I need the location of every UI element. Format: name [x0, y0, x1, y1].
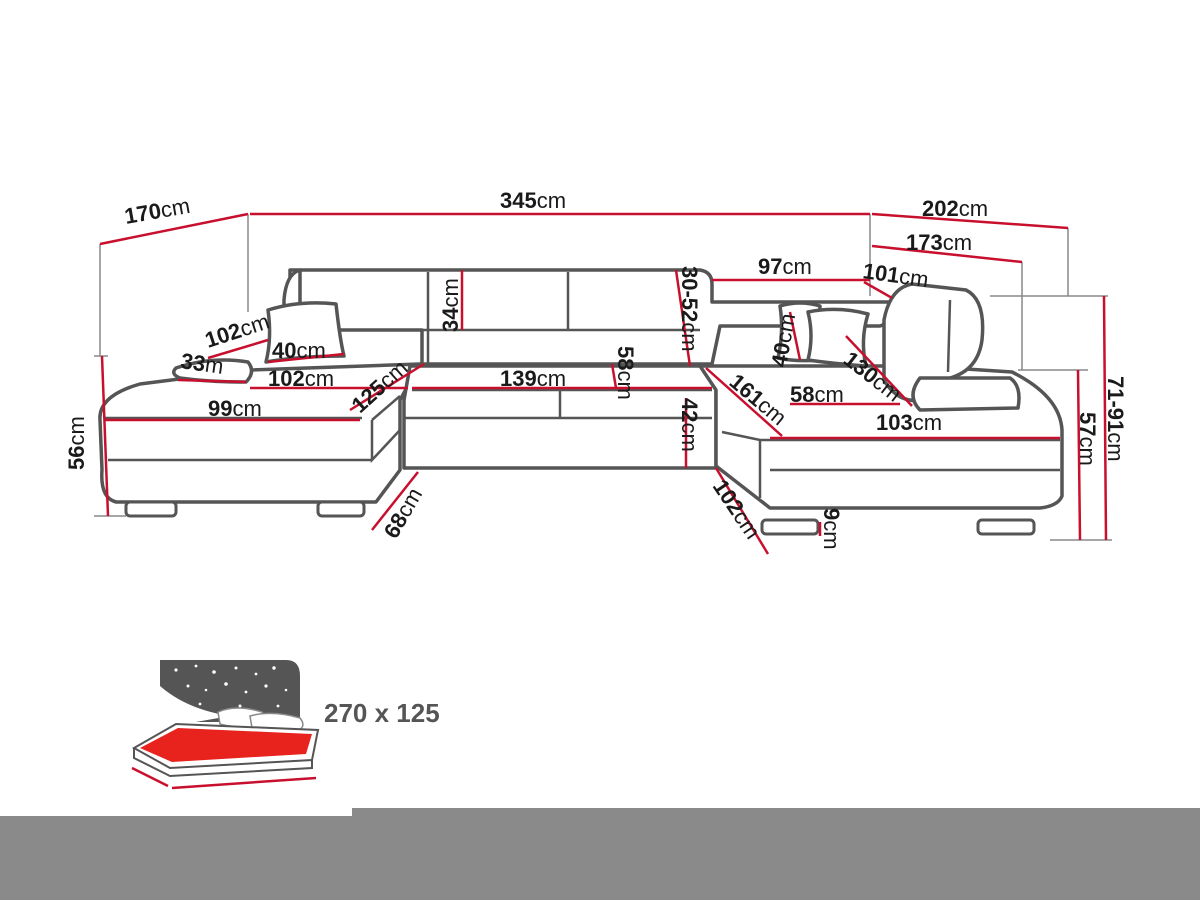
dim-left-seat: 102cm	[268, 366, 334, 391]
left-chaise	[98, 362, 422, 504]
dim-right-inner-depth: 173cm	[906, 230, 972, 255]
bed-function-icon: 270 x 125	[131, 660, 440, 790]
left-pillow	[264, 301, 346, 364]
footer-notch	[0, 808, 352, 816]
dim-leg-height: 9cm	[819, 508, 844, 550]
dim-right-back-width: 97cm	[758, 254, 812, 279]
bed-size-label: 270 x 125	[324, 698, 440, 728]
star-icon	[174, 664, 288, 708]
dim-left-height: 56cm	[64, 416, 89, 470]
dim-back-height: 34cm	[438, 278, 463, 332]
dim-left-pillow: 40cm	[272, 338, 326, 363]
dim-right-seat-depth: 58cm	[790, 382, 844, 407]
dim-overall-width: 345cm	[500, 188, 566, 213]
leg	[760, 518, 820, 536]
footer-bar	[0, 808, 1200, 900]
dim-right-pillow: 40cm	[766, 312, 800, 369]
leg	[316, 500, 366, 518]
dim-roll-pillow: 33m	[179, 348, 225, 379]
dim-right-height: 57cm	[1075, 412, 1100, 466]
dim-headrest-adjust: 30-52cm	[677, 266, 702, 352]
dim-left-arm: 102cm	[202, 309, 273, 353]
right-pillow-2	[806, 307, 870, 368]
dim-seat-height: 42cm	[677, 398, 702, 452]
back-panel	[288, 268, 912, 366]
dim-right-depth: 202cm	[922, 196, 988, 221]
right-armrest	[911, 376, 1021, 412]
dim-middle-seat: 139cm	[500, 366, 566, 391]
extension-lines	[94, 214, 1112, 541]
dim-right-backrest: 101cm	[861, 258, 930, 292]
dim-total-height: 71-91cm	[1103, 376, 1128, 462]
leg	[124, 500, 178, 518]
measure-lines	[99, 212, 1108, 555]
dim-left-depth: 170cm	[123, 193, 192, 229]
leg	[976, 518, 1036, 536]
dim-right-front: 103cm	[876, 410, 942, 435]
dim-middle-depth: 58cm	[613, 346, 638, 400]
dim-left-front: 99cm	[208, 396, 262, 421]
